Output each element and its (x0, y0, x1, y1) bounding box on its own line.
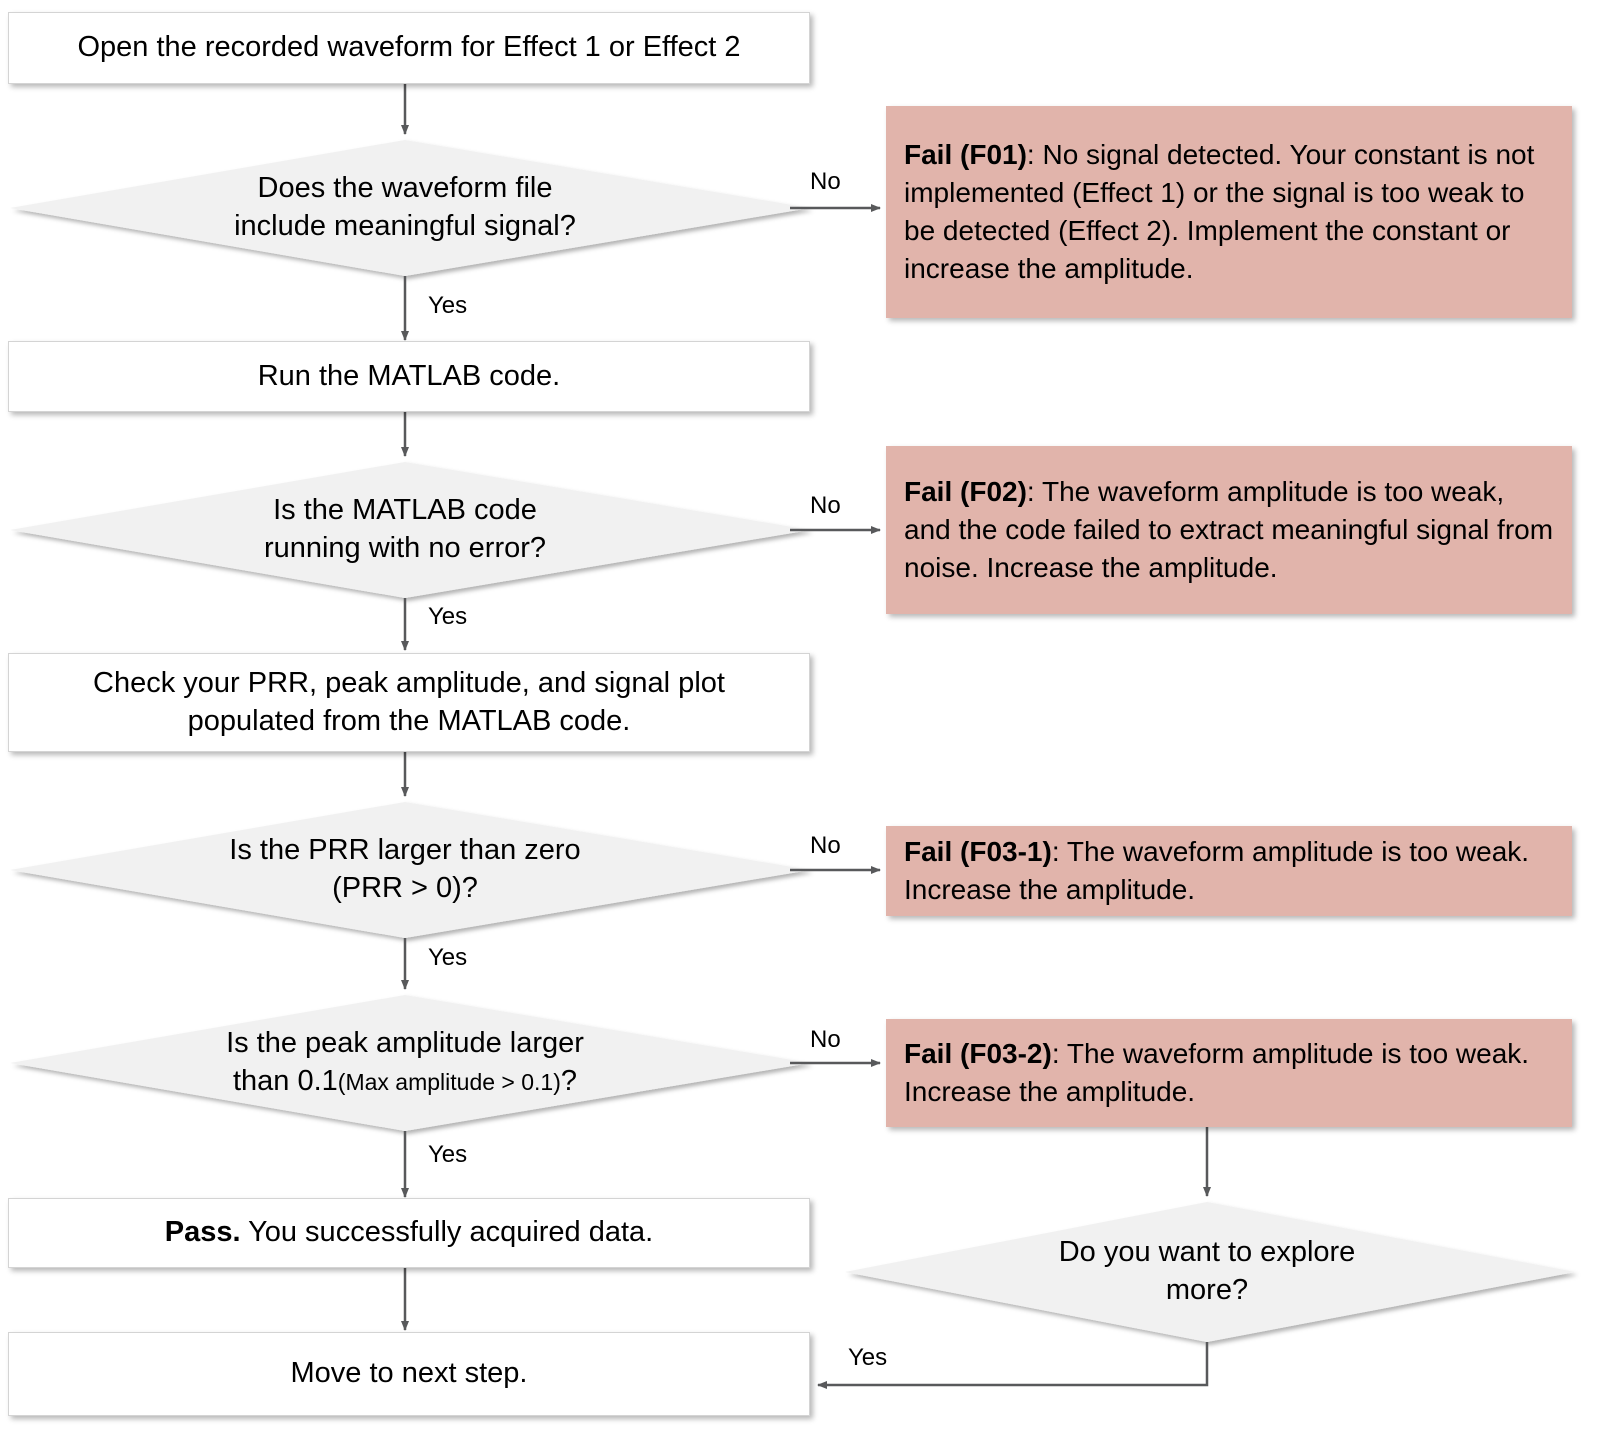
edge-label-no-2: No (810, 492, 841, 519)
fail-f031-separator: : (1051, 835, 1067, 867)
node-fail-f01[interactable]: Fail (F01): No signal detected. Your con… (886, 106, 1572, 318)
fail-f02-text: The waveform amplitude is too weak, and … (904, 475, 1554, 584)
node-open-waveform[interactable]: Open the recorded waveform for Effect 1 … (8, 12, 810, 84)
fail-f01-label: Fail (F01) (904, 138, 1027, 170)
node-open-waveform-label: Open the recorded waveform for Effect 1 … (77, 31, 741, 64)
connector-d5-yes-to-next (817, 1342, 1209, 1389)
edge-label-no-3: No (810, 832, 841, 859)
node-check-prr-line1: Check your PRR, peak amplitude, and sign… (93, 666, 725, 699)
fail-f02-label: Fail (F02) (904, 475, 1027, 507)
node-move-next-step[interactable]: Move to next step. (8, 1332, 810, 1416)
node-check-prr[interactable]: Check your PRR, peak amplitude, and sign… (8, 653, 810, 752)
edge-label-yes-4: Yes (428, 1141, 468, 1168)
edge-label-yes-2: Yes (428, 603, 468, 630)
decision-shape-explore-more (845, 1202, 1575, 1342)
fail-f031-text: The waveform amplitude is too weak. Incr… (904, 835, 1530, 905)
fail-f032-separator: : (1051, 1037, 1067, 1069)
fail-f031-label: Fail (F03-1) (904, 835, 1052, 867)
edge-label-no-4: No (810, 1026, 841, 1053)
fail-f02-separator: : (1026, 475, 1042, 507)
node-pass-text: You successfully acquired data. (240, 1216, 654, 1249)
fail-f01-separator: : (1026, 138, 1043, 170)
node-run-matlab-label: Run the MATLAB code. (257, 359, 561, 392)
edge-label-yes-3: Yes (428, 944, 468, 971)
fail-f032-label: Fail (F03-2) (904, 1037, 1052, 1069)
node-move-next-step-label: Move to next step. (290, 1357, 528, 1390)
edge-label-yes-5: Yes (848, 1344, 888, 1371)
fail-f032-text: The waveform amplitude is too weak. Incr… (904, 1037, 1530, 1107)
decision-shape-prr (10, 802, 810, 938)
fail-f01-text: No signal detected. Your constant is not… (904, 138, 1535, 285)
node-fail-f02[interactable]: Fail (F02): The waveform amplitude is to… (886, 446, 1572, 614)
decision-shape-matlab-error (10, 462, 810, 598)
node-pass-label: Pass. (164, 1216, 241, 1249)
node-fail-f031[interactable]: Fail (F03-1): The waveform amplitude is … (886, 826, 1572, 916)
decision-shape-waveform-signal (10, 140, 810, 276)
node-pass[interactable]: Pass. You successfully acquired data. (8, 1198, 810, 1268)
node-check-prr-line2: populated from the MATLAB code. (187, 704, 631, 737)
decision-shape-peak-amplitude (10, 995, 810, 1131)
edge-label-no-1: No (810, 168, 841, 195)
edge-label-yes-1: Yes (428, 292, 468, 319)
node-fail-f032[interactable]: Fail (F03-2): The waveform amplitude is … (886, 1019, 1572, 1127)
node-run-matlab[interactable]: Run the MATLAB code. (8, 341, 810, 412)
